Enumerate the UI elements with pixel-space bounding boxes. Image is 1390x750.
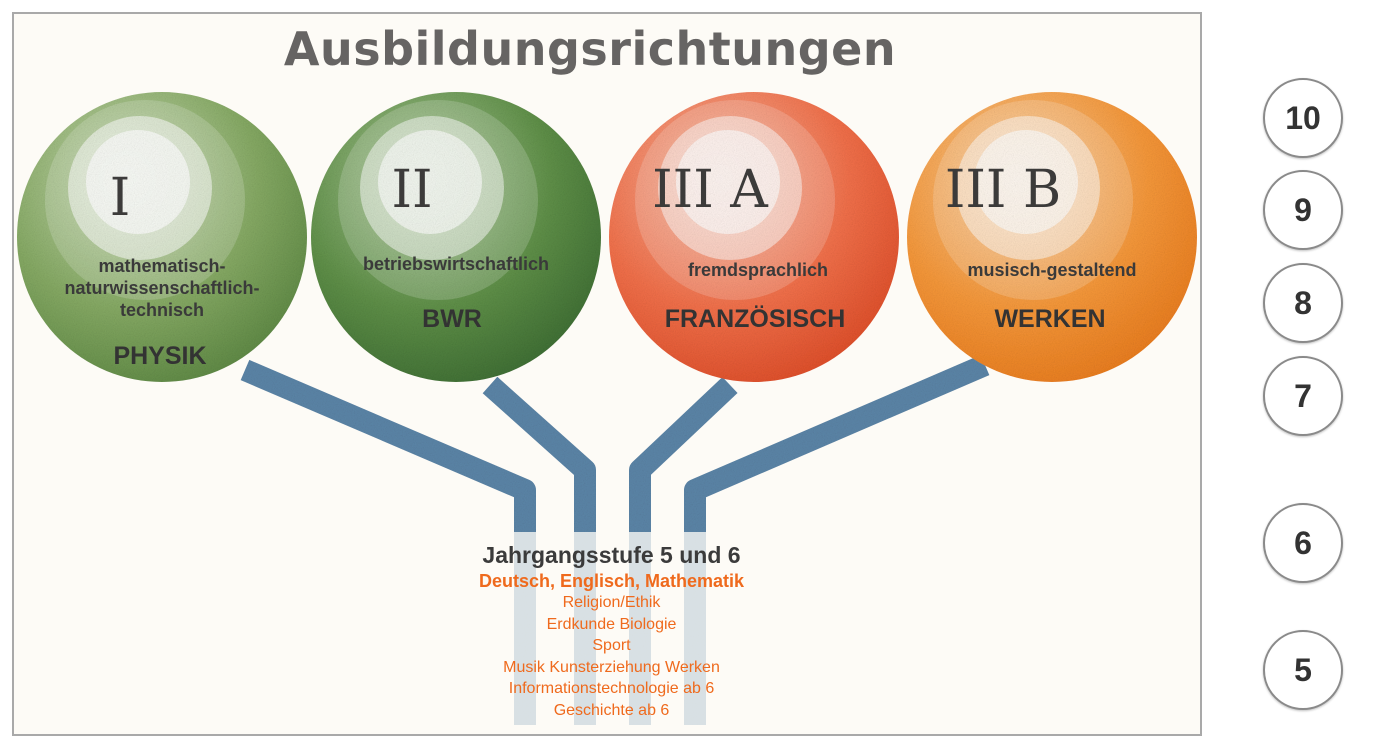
grade-circle-6: 6 [1263, 503, 1343, 583]
core-subjects: Deutsch, Englisch, Mathematik [478, 571, 745, 591]
sphere-4 [907, 92, 1197, 382]
branch-3-numeral: III A [652, 160, 768, 220]
branch-1-numeral: I [109, 168, 131, 228]
branch-2-subject: BWR [422, 305, 482, 333]
sphere-2 [311, 92, 601, 382]
branch-1-subject: PHYSIK [113, 342, 207, 370]
branch-4-numeral: III B [944, 160, 1062, 220]
base-subject-item: Erdkunde Biologie [546, 615, 677, 633]
grade-circle-10: 10 [1263, 78, 1343, 158]
sphere-1 [17, 92, 307, 382]
base-subject-item: Geschichte ab 6 [553, 701, 670, 719]
page-title: Ausbildungsrichtungen [283, 22, 897, 76]
grade-circle-8: 8 [1263, 263, 1343, 343]
sphere-3 [609, 92, 899, 382]
branch-2-description: betriebswirtschaftlich [362, 254, 550, 274]
base-subject-item: Musik Kunsterziehung Werken [503, 658, 720, 676]
branch-3-description: fremdsprachlich [687, 260, 829, 280]
branch-3-subject: FRANZÖSISCH [664, 305, 846, 333]
base-subject-item: Religion/Ethik [562, 594, 661, 611]
grade-circle-5: 5 [1263, 630, 1343, 710]
grade-circle-9: 9 [1263, 170, 1343, 250]
base-heading: Jahrgangsstufe 5 und 6 [482, 542, 741, 568]
branch-4-description: musisch-gestaltend [967, 260, 1137, 280]
base-subject-item: Informationstechnologie ab 6 [508, 680, 715, 697]
grade-circle-7: 7 [1263, 356, 1343, 436]
branch-4-subject: WERKEN [994, 305, 1106, 333]
branch-1-description: mathematisch-naturwissenschaftlich-techn… [64, 256, 260, 320]
branch-2-numeral: II [391, 160, 433, 220]
base-years-box: Jahrgangsstufe 5 und 6 Deutsch, Englisch… [444, 532, 779, 730]
base-subject-item: Sport [592, 637, 631, 654]
